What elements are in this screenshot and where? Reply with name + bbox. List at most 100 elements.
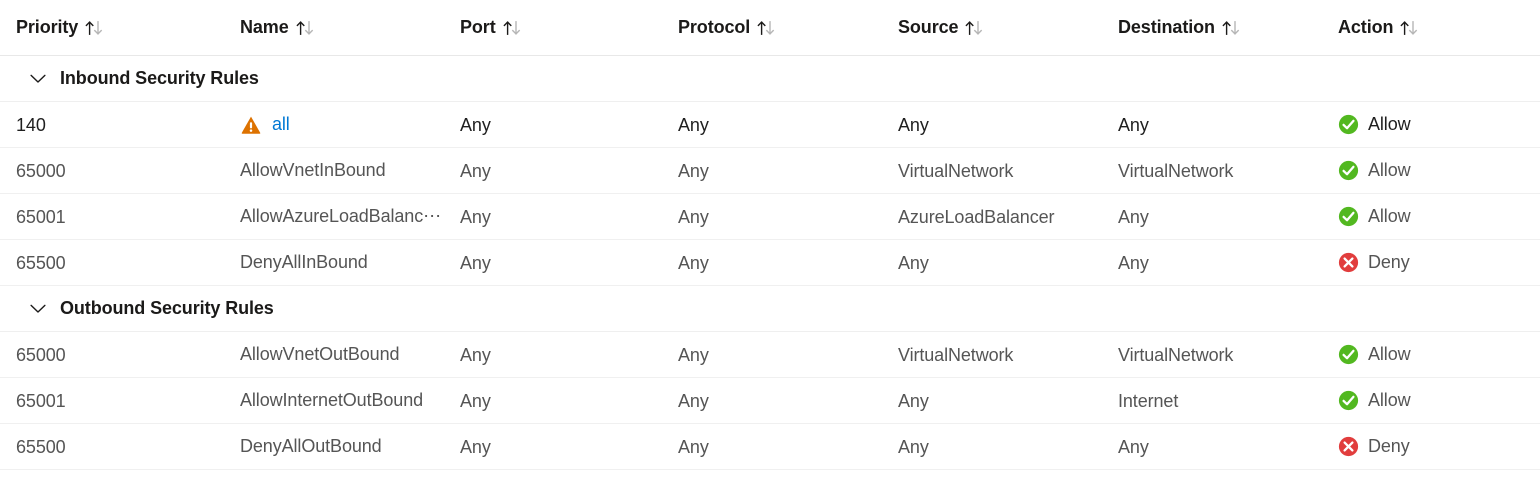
cell-priority: 140 xyxy=(16,114,46,135)
column-header-source[interactable]: Source xyxy=(898,17,1118,38)
cell-source: Any xyxy=(898,390,929,411)
cell-name: AllowAzureLoadBalanc⋯ xyxy=(240,194,460,240)
column-header-label: Protocol xyxy=(678,17,751,37)
column-header-label: Destination xyxy=(1118,17,1215,37)
cell-action: Deny xyxy=(1338,240,1524,286)
cell-priority: 65001 xyxy=(16,390,66,411)
cell-protocol: Any xyxy=(678,252,709,273)
cell-action: Allow xyxy=(1338,332,1524,378)
cell-destination: Any xyxy=(1118,252,1149,273)
sort-arrows-icon[interactable] xyxy=(503,19,523,37)
sort-arrows-icon[interactable] xyxy=(757,19,777,37)
cell-name: DenyAllOutBound xyxy=(240,424,460,470)
action-label: Allow xyxy=(1368,344,1411,364)
column-header-destination[interactable]: Destination xyxy=(1118,17,1338,38)
cell-destination: VirtualNetwork xyxy=(1118,160,1234,181)
cell-destination: Any xyxy=(1118,206,1149,227)
cell-source: AzureLoadBalancer xyxy=(898,206,1055,227)
column-header-protocol[interactable]: Protocol xyxy=(678,17,898,38)
cell-port: Any xyxy=(460,436,491,457)
sort-arrows-icon[interactable] xyxy=(1222,19,1242,37)
group-label: Inbound Security Rules xyxy=(60,68,259,88)
cell-source: Any xyxy=(898,252,929,273)
group-header-row[interactable]: Inbound Security Rules xyxy=(0,56,1540,102)
table-row[interactable]: 140 all Any Any Any Any Allow xyxy=(0,102,1540,148)
allow-check-icon xyxy=(1338,390,1359,411)
grid-bottom-spacer xyxy=(0,470,1540,498)
deny-cross-icon xyxy=(1338,436,1359,457)
cell-port: Any xyxy=(460,344,491,365)
group-toggle[interactable]: Inbound Security Rules xyxy=(16,68,259,89)
cell-action: Allow xyxy=(1338,378,1524,424)
table-row[interactable]: 65001 AllowAzureLoadBalanc⋯ Any Any AzureLoa… xyxy=(0,194,1540,240)
action-label: Allow xyxy=(1368,390,1411,410)
cell-priority: 65500 xyxy=(16,252,66,273)
allow-check-icon xyxy=(1338,160,1359,181)
cell-destination: Internet xyxy=(1118,390,1179,411)
allow-check-icon xyxy=(1338,344,1359,365)
action-label: Allow xyxy=(1368,160,1411,180)
cell-source: Any xyxy=(898,436,929,457)
column-header-name[interactable]: Name xyxy=(240,17,460,38)
chevron-down-icon[interactable] xyxy=(30,301,46,317)
group-header-row[interactable]: Outbound Security Rules xyxy=(0,286,1540,332)
rule-name: AllowVnetInBound xyxy=(240,160,386,180)
cell-priority: 65001 xyxy=(16,206,66,227)
column-header-port[interactable]: Port xyxy=(460,17,678,38)
rule-name: AllowInternetOutBound xyxy=(240,390,424,410)
cell-name: AllowVnetOutBound xyxy=(240,332,460,378)
rule-name: DenyAllInBound xyxy=(240,252,368,272)
cell-protocol: Any xyxy=(678,160,709,181)
rule-name-link[interactable]: all xyxy=(272,114,290,134)
cell-port: Any xyxy=(460,206,491,227)
cell-action: Allow xyxy=(1338,102,1524,148)
cell-protocol: Any xyxy=(678,344,709,365)
cell-action: Allow xyxy=(1338,194,1524,240)
column-header-label: Port xyxy=(460,17,496,37)
cell-name: AllowVnetInBound xyxy=(240,148,460,194)
column-header-action[interactable]: Action xyxy=(1338,17,1524,38)
cell-priority: 65500 xyxy=(16,436,66,457)
action-label: Allow xyxy=(1368,206,1411,226)
cell-protocol: Any xyxy=(678,114,709,135)
action-label: Deny xyxy=(1368,252,1410,272)
cell-destination: Any xyxy=(1118,436,1149,457)
warning-icon xyxy=(240,114,262,136)
cell-port: Any xyxy=(460,390,491,411)
column-header-label: Priority xyxy=(16,17,79,37)
cell-priority: 65000 xyxy=(16,344,66,365)
cell-action: Allow xyxy=(1338,148,1524,194)
rule-name: AllowVnetOutBound xyxy=(240,344,400,364)
allow-check-icon xyxy=(1338,206,1359,227)
cell-source: Any xyxy=(898,114,929,135)
cell-name: all xyxy=(240,102,460,148)
cell-source: VirtualNetwork xyxy=(898,344,1014,365)
column-header-label: Name xyxy=(240,17,289,37)
cell-port: Any xyxy=(460,160,491,181)
column-header-priority[interactable]: Priority xyxy=(16,17,240,38)
cell-source: VirtualNetwork xyxy=(898,160,1014,181)
rule-name: DenyAllOutBound xyxy=(240,436,382,456)
chevron-down-icon[interactable] xyxy=(30,71,46,87)
group-toggle[interactable]: Outbound Security Rules xyxy=(16,298,274,319)
rule-name: AllowAzureLoadBalanc⋯ xyxy=(240,206,442,226)
allow-check-icon xyxy=(1338,114,1359,135)
table-row[interactable]: 65000 AllowVnetOutBound Any Any VirtualNetwo… xyxy=(0,332,1540,378)
column-header-label: Action xyxy=(1338,17,1394,37)
grid-header-row: Priority Name Port Protocol Source Destinatio… xyxy=(0,0,1540,56)
cell-destination: VirtualNetwork xyxy=(1118,344,1234,365)
sort-arrows-icon[interactable] xyxy=(296,19,316,37)
cell-destination: Any xyxy=(1118,114,1149,135)
sort-arrows-icon[interactable] xyxy=(1400,19,1420,37)
sort-arrows-icon[interactable] xyxy=(965,19,985,37)
sort-arrows-icon[interactable] xyxy=(85,19,105,37)
deny-cross-icon xyxy=(1338,252,1359,273)
cell-port: Any xyxy=(460,114,491,135)
column-header-label: Source xyxy=(898,17,959,37)
